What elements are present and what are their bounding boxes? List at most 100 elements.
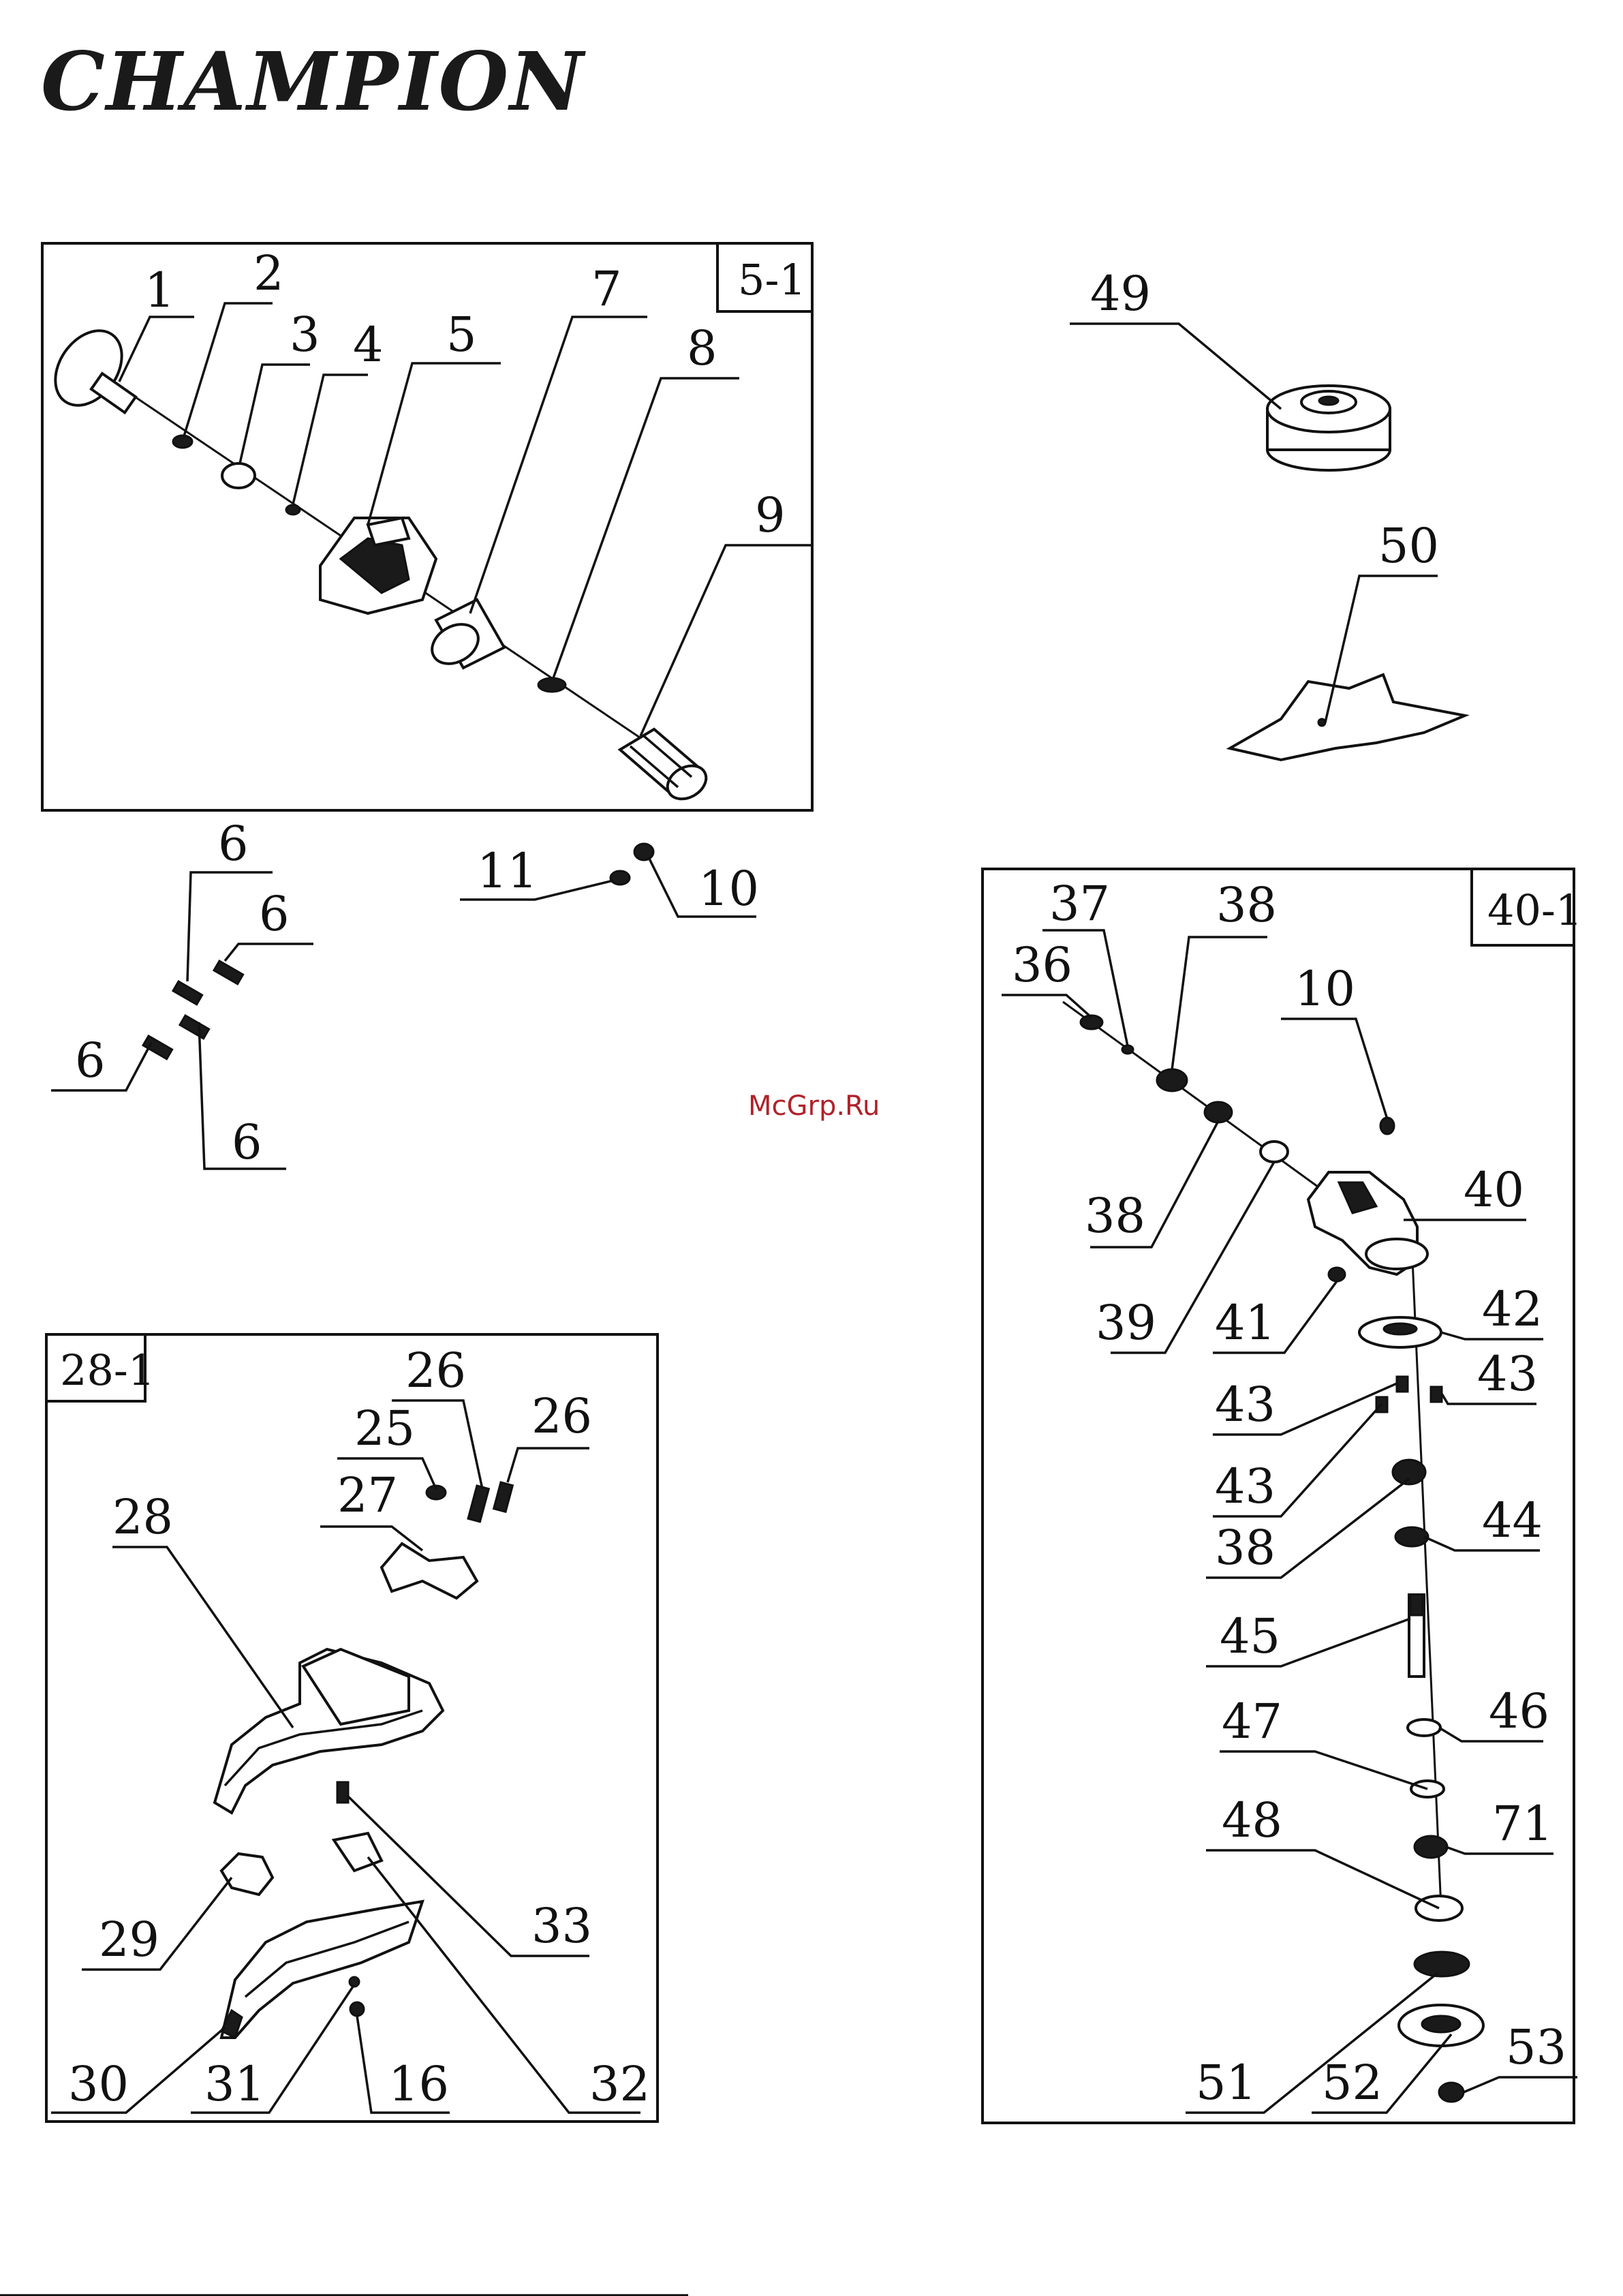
callout-26-top: 26 <box>405 1343 466 1398</box>
callout-33: 33 <box>531 1898 592 1954</box>
part-40-gearbox <box>1308 1172 1427 1274</box>
part-52-cup <box>1399 2005 1483 2046</box>
callout-11: 11 <box>477 843 538 899</box>
callout-38-top: 38 <box>1216 877 1277 933</box>
loose-fasteners: 6 6 6 6 11 10 <box>51 816 759 1170</box>
part-11-screw <box>610 871 630 885</box>
callout-36: 36 <box>1012 937 1072 993</box>
part-29-clamp <box>221 1854 273 1895</box>
callout-40: 40 <box>1464 1162 1524 1218</box>
part-2-washer <box>173 435 192 448</box>
callout-53: 53 <box>1506 2019 1566 2075</box>
callout-16: 16 <box>388 2056 449 2112</box>
part-16-screw <box>350 2002 364 2016</box>
callout-26-right: 26 <box>531 1388 592 1444</box>
part-8-clip <box>538 678 566 692</box>
callout-30: 30 <box>68 2056 129 2112</box>
callout-10-panel: 10 <box>1295 961 1355 1017</box>
callout-51: 51 <box>1196 2055 1256 2111</box>
screw-6-a <box>173 981 202 1005</box>
screw-6-d <box>180 1015 209 1039</box>
callout-27: 27 <box>337 1467 398 1523</box>
callout-32: 32 <box>589 2056 650 2112</box>
callout-43-a: 43 <box>1215 1377 1276 1433</box>
part-37-ring <box>1122 1045 1133 1054</box>
callout-45: 45 <box>1220 1608 1280 1664</box>
panel-5-1-tag: 5-1 <box>738 255 806 305</box>
part-5-gear-head <box>320 518 436 613</box>
panel-28-1-tag: 28-1 <box>60 1345 155 1395</box>
part-10-nut <box>634 844 653 860</box>
callout-47: 47 <box>1222 1694 1282 1749</box>
callout-46: 46 <box>1489 1683 1549 1739</box>
panel-40-1: 40-1 <box>983 869 1582 2123</box>
callout-6-bottom: 6 <box>232 1114 262 1170</box>
part-33-screw <box>337 1782 348 1803</box>
part-31-nut <box>350 1977 359 1987</box>
callout-1: 1 <box>144 262 175 318</box>
part-51-washer <box>1415 1952 1469 1976</box>
watermark-text: McGrp.Ru <box>748 1090 880 1122</box>
part-9-cylinder <box>620 729 712 806</box>
callout-29: 29 <box>99 1912 159 1968</box>
callout-10: 10 <box>698 861 759 917</box>
screw-6-b <box>214 961 243 984</box>
callout-37: 37 <box>1049 876 1110 932</box>
callout-52: 52 <box>1322 2055 1382 2111</box>
callout-41: 41 <box>1215 1295 1276 1351</box>
part-4-ring <box>286 505 300 515</box>
part-43-screw-b <box>1431 1387 1442 1402</box>
part-38-bearing-c <box>1393 1460 1425 1484</box>
part-10-nut-40 <box>1380 1118 1394 1134</box>
part-50-blade <box>1230 675 1465 760</box>
part-41-screw <box>1329 1268 1345 1281</box>
callout-71: 71 <box>1492 1796 1553 1852</box>
part-49-spool <box>1267 386 1390 470</box>
callout-31: 31 <box>204 2056 265 2112</box>
callout-38-low: 38 <box>1215 1520 1276 1576</box>
callout-43-c: 43 <box>1215 1458 1276 1514</box>
part-38-bearing-b <box>1205 1102 1232 1122</box>
callout-28: 28 <box>112 1489 173 1545</box>
part-26-screw-a <box>468 1486 489 1522</box>
panel-blade-50: 50 <box>1230 518 1465 760</box>
part-7-sleeve <box>425 600 504 672</box>
part-3-bushing <box>222 463 255 488</box>
part-27-bracket <box>382 1544 477 1598</box>
callout-50: 50 <box>1378 518 1439 574</box>
shaft-axis-40-1-a <box>1063 1002 1335 1199</box>
callout-3: 3 <box>290 307 320 363</box>
callout-42: 42 <box>1482 1281 1543 1337</box>
callout-7: 7 <box>591 261 622 317</box>
part-46-washer <box>1408 1719 1440 1736</box>
callout-4: 4 <box>353 317 384 373</box>
part-44-gear <box>1395 1527 1428 1546</box>
panel-5-1: 5-1 <box>42 243 812 810</box>
part-53-nut <box>1439 2083 1464 2102</box>
callout-5: 5 <box>446 307 477 363</box>
callout-6-right: 6 <box>259 886 290 942</box>
part-71-nut <box>1415 1836 1447 1858</box>
part-45-spindle <box>1409 1595 1424 1677</box>
callout-2: 2 <box>253 245 284 301</box>
callout-6-top: 6 <box>218 816 249 872</box>
part-30-guard-cover <box>221 1901 422 2038</box>
callout-25: 25 <box>354 1400 415 1456</box>
panel-40-1-tag: 40-1 <box>1487 885 1582 935</box>
part-26-screw-b <box>494 1482 513 1512</box>
part-43-screw-a <box>1397 1377 1408 1392</box>
callout-48: 48 <box>1222 1792 1282 1848</box>
callout-39: 39 <box>1096 1295 1156 1351</box>
callout-6-left: 6 <box>75 1032 106 1088</box>
callout-43-b: 43 <box>1477 1346 1538 1402</box>
panel-spool-49: 49 <box>1070 266 1390 470</box>
callout-8: 8 <box>687 320 717 376</box>
part-42-cover <box>1359 1317 1441 1347</box>
callout-44: 44 <box>1482 1493 1543 1548</box>
part-39-bushing <box>1261 1142 1288 1162</box>
part-28-guard <box>215 1649 443 1813</box>
callout-38-left: 38 <box>1085 1188 1145 1244</box>
panel-28-1: 28-1 <box>46 1334 658 2122</box>
